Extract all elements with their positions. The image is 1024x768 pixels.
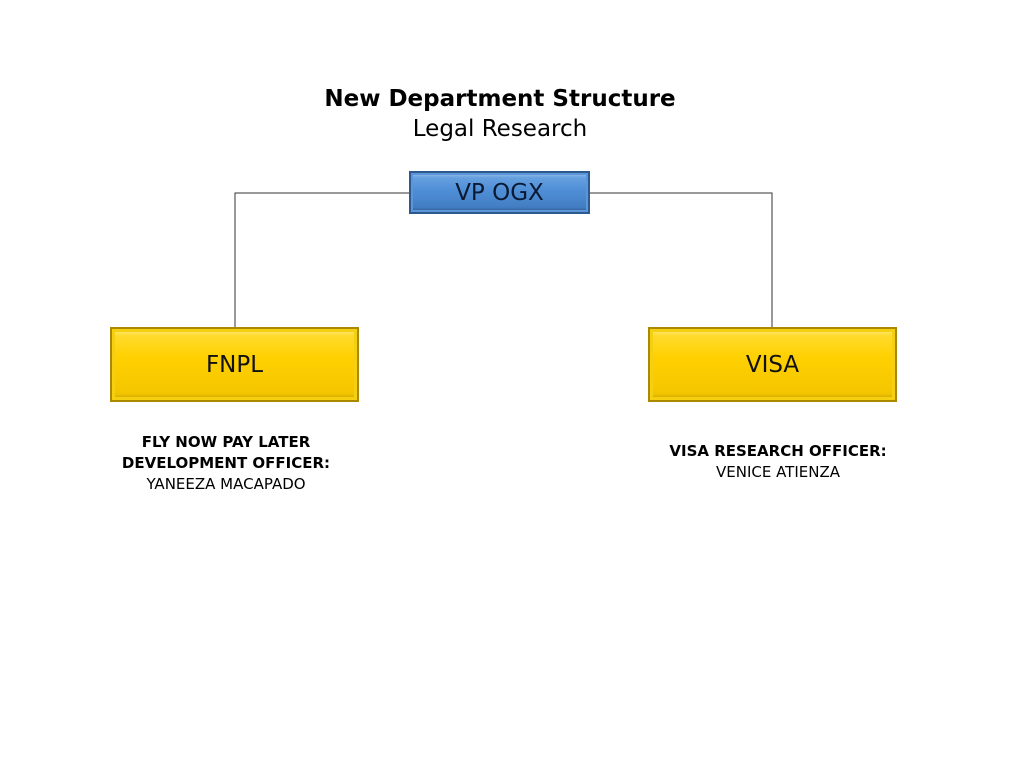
fnpl-officer-caption: FLY NOW PAY LATER DEVELOPMENT OFFICER: Y… <box>100 432 352 495</box>
visa-officer-caption: VISA RESEARCH OFFICER: VENICE ATIENZA <box>646 441 910 483</box>
node-fnpl-label: FNPL <box>205 351 264 378</box>
node-visa-label: VISA <box>745 351 800 378</box>
visa-officer-name: VENICE ATIENZA <box>715 463 841 481</box>
connector-right <box>590 192 773 327</box>
node-vp-ogx-label: VP OGX <box>455 179 544 206</box>
fnpl-role-line1: FLY NOW PAY LATER <box>141 433 311 451</box>
connector-left <box>234 192 409 327</box>
fnpl-role-line2: DEVELOPMENT OFFICER: <box>121 454 331 472</box>
node-visa: VISA <box>648 327 897 402</box>
node-fnpl: FNPL <box>110 327 359 402</box>
chart-title: New Department Structure <box>324 86 676 112</box>
fnpl-officer-name: YANEEZA MACAPADO <box>146 475 306 493</box>
visa-role-line1: VISA RESEARCH OFFICER: <box>669 442 887 460</box>
node-vp-ogx: VP OGX <box>409 171 590 214</box>
chart-subtitle: Legal Research <box>412 116 588 142</box>
